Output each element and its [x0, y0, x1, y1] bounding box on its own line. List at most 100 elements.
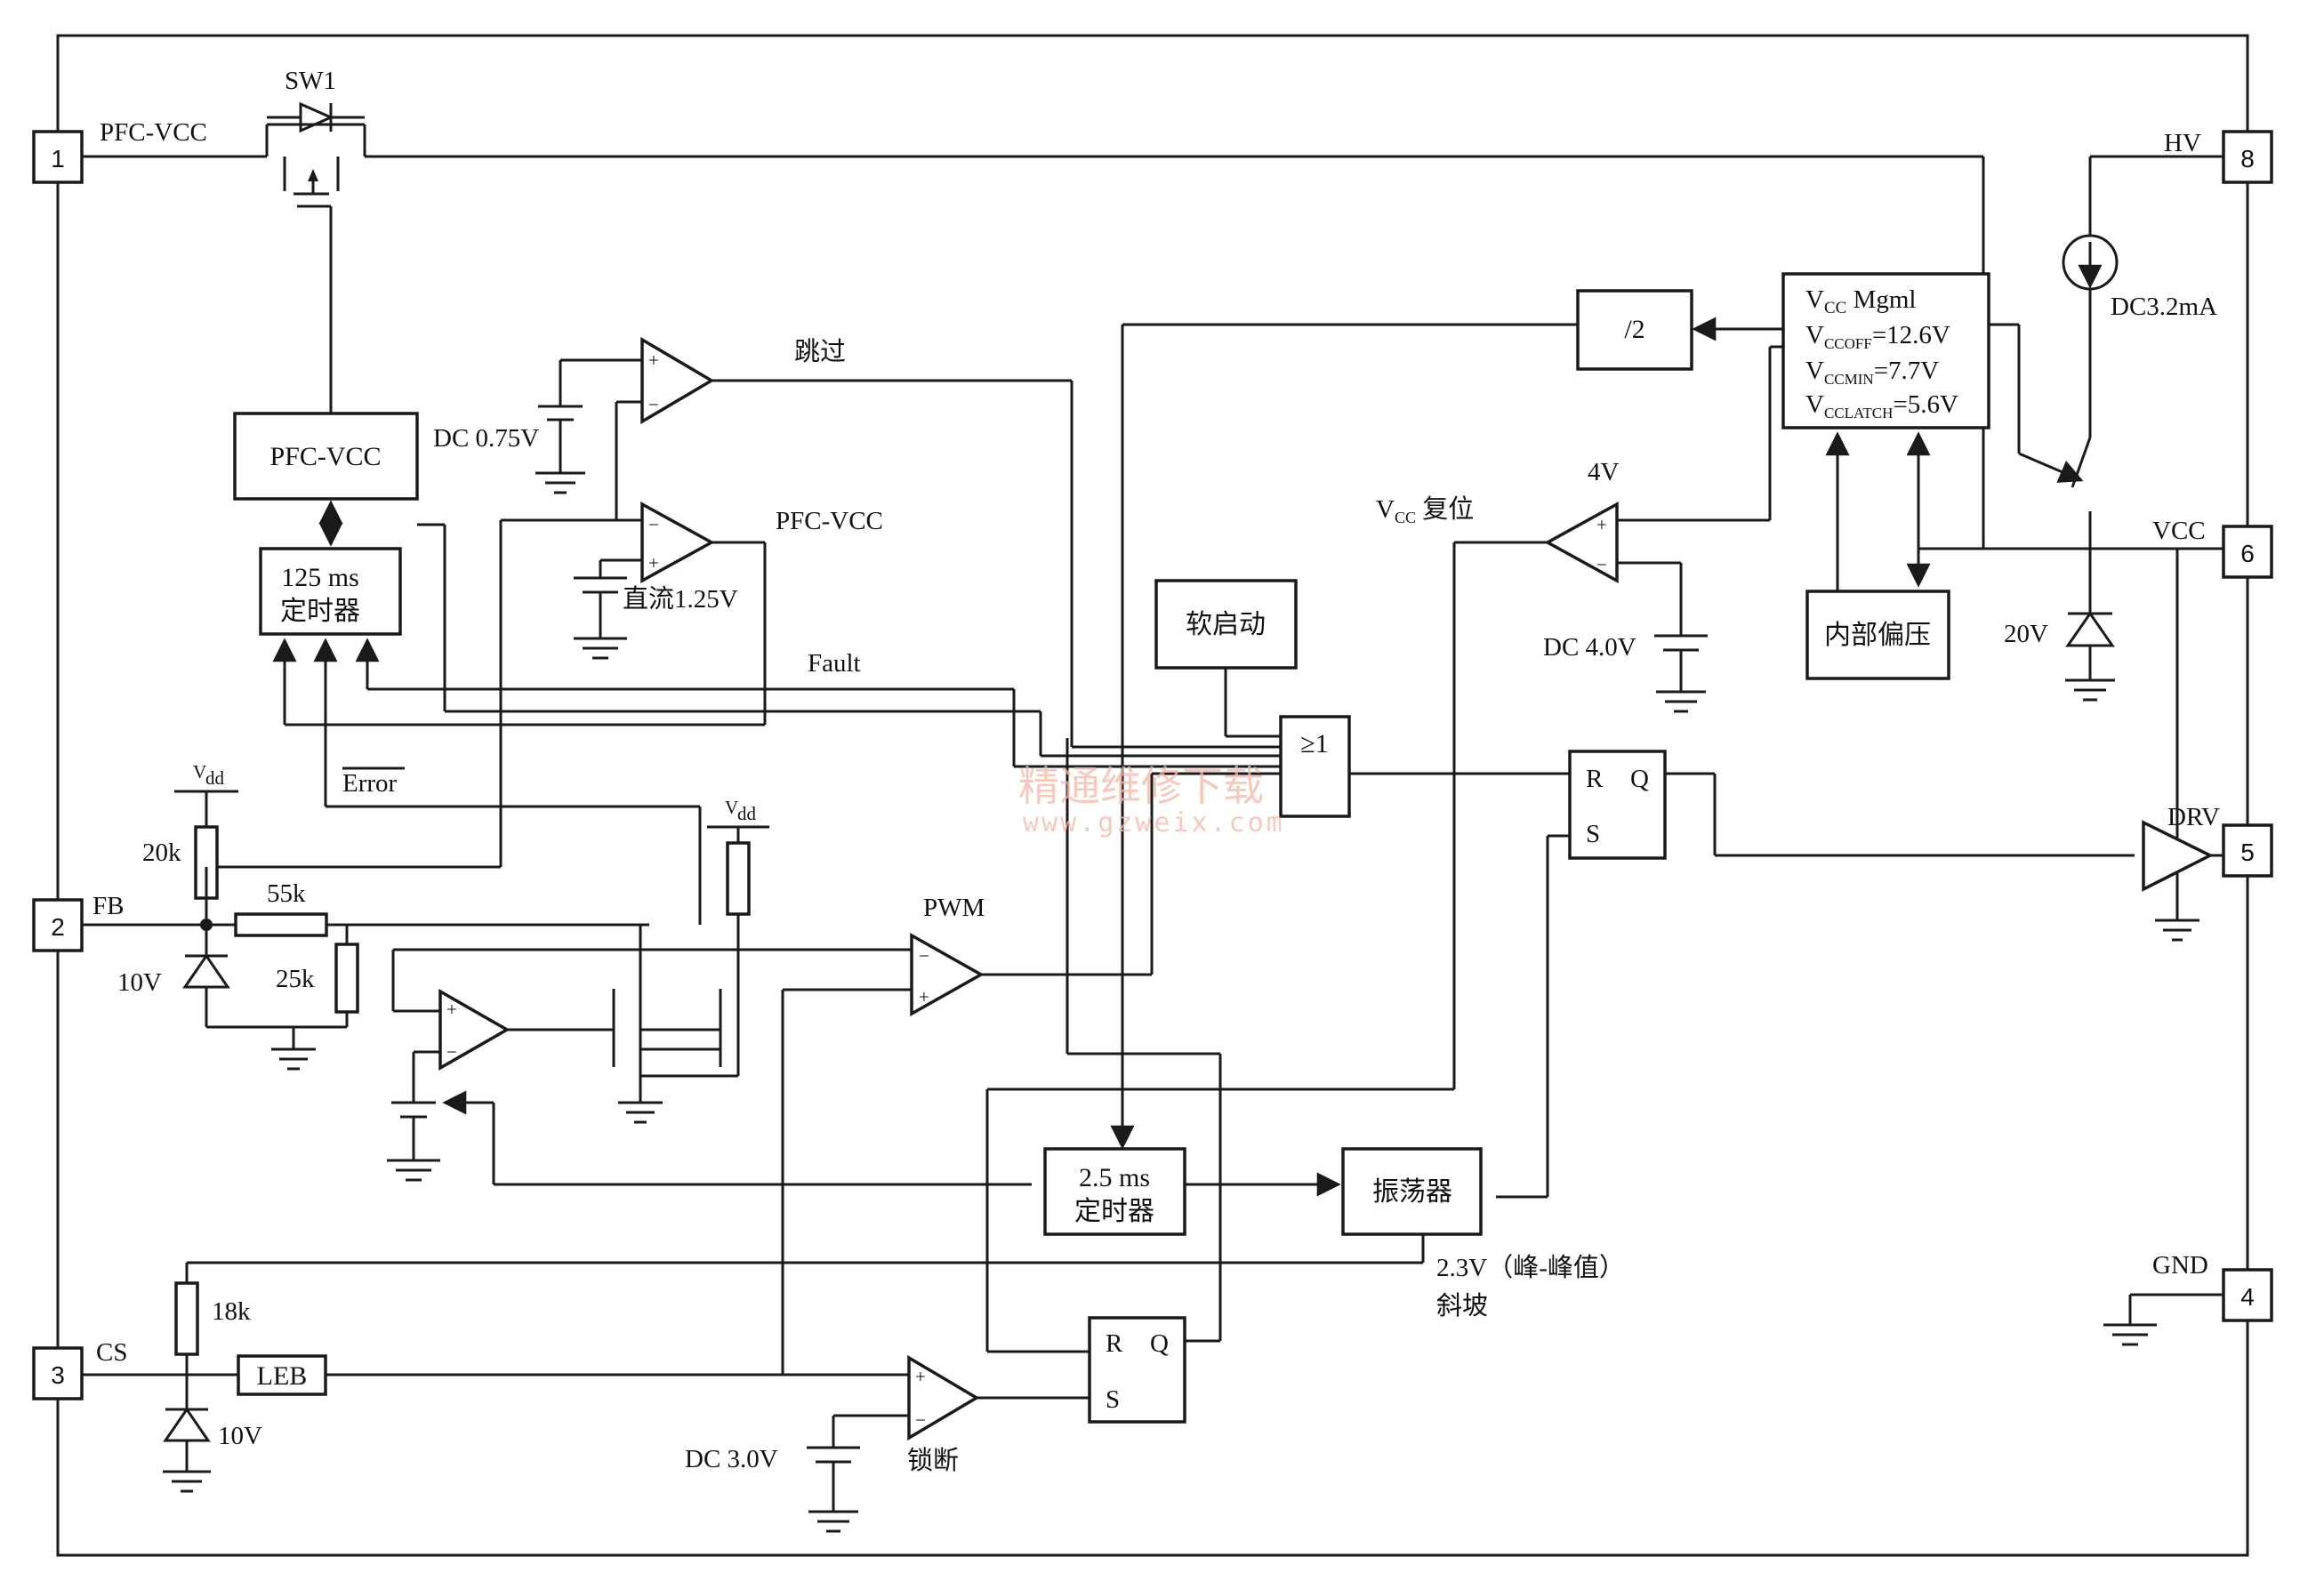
- svg-text:+: +: [919, 986, 929, 1007]
- skip-comparator: + −: [640, 336, 715, 425]
- watermark-cn: 精通维修下载: [1018, 762, 1264, 810]
- svg-text:4: 4: [2240, 1283, 2255, 1311]
- svg-text:5: 5: [2240, 839, 2255, 866]
- svg-text:8: 8: [2240, 145, 2255, 173]
- svg-text:10V: 10V: [218, 1422, 262, 1450]
- pin-1: 1 PFC-VCC: [32, 118, 207, 184]
- error-label: Error: [342, 769, 398, 798]
- pfc-vcc-block: PFC-VCC: [233, 412, 419, 501]
- soft-start-block: 软启动: [1154, 579, 1298, 670]
- svg-text:≥1: ≥1: [1300, 729, 1328, 758]
- pin-3: 3 CS: [32, 1338, 127, 1400]
- dc30-label: DC 3.0V: [685, 1445, 778, 1473]
- pin-5: 5 DRV: [2167, 803, 2273, 878]
- pin-2-label: FB: [92, 892, 124, 920]
- svg-text:软启动: 软启动: [1186, 610, 1266, 639]
- svg-text:10V: 10V: [117, 968, 162, 997]
- ramp-label-1: 2.3V（峰-峰值）: [1436, 1253, 1625, 1282]
- sw1-label: SW1: [285, 67, 336, 95]
- svg-text:−: −: [648, 394, 659, 415]
- svg-text:内部偏压: 内部偏压: [1824, 621, 1931, 650]
- svg-text:20k: 20k: [142, 839, 181, 867]
- svg-text:−: −: [648, 514, 659, 535]
- svg-text:V: V: [193, 761, 206, 782]
- zener-10v-cs: 10V: [163, 1375, 262, 1493]
- svg-text:−: −: [1596, 554, 1607, 575]
- resistor-18k: 18k: [174, 1263, 251, 1375]
- svg-text:6: 6: [2240, 540, 2255, 567]
- timer-2-5ms: 2.5 ms 定时器: [1043, 1147, 1186, 1236]
- svg-text:定时器: 定时器: [280, 597, 360, 626]
- svg-text:20V: 20V: [2004, 620, 2048, 648]
- zener-20v: 20V: [2004, 549, 2115, 702]
- svg-text:55k: 55k: [267, 879, 306, 908]
- fault-label: Fault: [808, 649, 861, 678]
- pin-5-label: DRV: [2167, 803, 2220, 831]
- svg-text:+: +: [446, 999, 457, 1020]
- resistor-vdd-right: V dd: [707, 797, 769, 991]
- hv-current-source: DC3.2mA: [2062, 155, 2223, 549]
- chip-outline: [56, 34, 2249, 1557]
- driver-buffer: [2142, 820, 2214, 892]
- resistor-20k: V dd 20k: [142, 761, 225, 925]
- leb-block: LEB: [237, 1354, 327, 1396]
- pfc-vcc-comparator: − +: [640, 502, 715, 583]
- svg-text:Q: Q: [1630, 765, 1649, 793]
- svg-text:+: +: [915, 1366, 926, 1387]
- dc075-label: DC 0.75V: [433, 424, 539, 453]
- pin-6: 6 VCC: [2152, 517, 2273, 579]
- svg-text:1: 1: [51, 145, 65, 173]
- svg-text:S: S: [1106, 1385, 1120, 1414]
- vcc-reset-label: VCC 复位: [1376, 494, 1474, 526]
- rs-flipflop-1: R Q S: [1568, 750, 1667, 860]
- timer-125ms: 125 ms 定时器: [259, 547, 402, 636]
- latch-label: 锁断: [907, 1446, 959, 1475]
- watermark-url: www.gzweix.com: [1023, 807, 1285, 839]
- resistor-55k: 55k: [206, 879, 649, 937]
- internal-bias-block: 内部偏压: [1805, 590, 1950, 680]
- divide-by-2: /2: [1576, 289, 1693, 371]
- skip-label: 跳过: [794, 337, 846, 366]
- svg-text:3: 3: [51, 1361, 65, 1389]
- svg-text:V: V: [725, 797, 738, 818]
- dc32ma-label: DC3.2mA: [2111, 293, 2217, 321]
- svg-text:/2: /2: [1624, 315, 1644, 344]
- vcc-reset-comparator: + −: [1544, 502, 1619, 583]
- svg-text:−: −: [446, 1041, 457, 1063]
- pin-2: 2 FB: [32, 892, 124, 952]
- svg-text:Q: Q: [1150, 1329, 1169, 1358]
- resistor-25k: 25k: [276, 925, 359, 1027]
- pin-3-label: CS: [96, 1338, 127, 1367]
- ramp-label-2: 斜坡: [1436, 1291, 1488, 1320]
- svg-text:2.5 ms: 2.5 ms: [1079, 1163, 1150, 1192]
- svg-text:dd: dd: [205, 767, 225, 789]
- svg-text:+: +: [1596, 514, 1607, 535]
- svg-text:LEB: LEB: [257, 1361, 308, 1391]
- svg-text:−: −: [915, 1409, 926, 1431]
- svg-text:VCCOFF=12.6V: VCCOFF=12.6V: [1805, 321, 1950, 352]
- rs-flipflop-2: R Q S: [1088, 1316, 1186, 1424]
- fb-mosfets: [612, 925, 740, 1124]
- pin-4: 4 GND: [2152, 1251, 2273, 1322]
- svg-text:+: +: [648, 552, 659, 574]
- svg-text:18k: 18k: [212, 1297, 251, 1326]
- svg-text:定时器: 定时器: [1074, 1197, 1154, 1226]
- svg-text:dd: dd: [737, 803, 757, 824]
- or-gate: ≥1: [1279, 715, 1351, 818]
- v4-label: 4V: [1588, 458, 1620, 486]
- svg-text:125 ms: 125 ms: [281, 563, 359, 592]
- svg-text:S: S: [1586, 820, 1600, 848]
- dc125-label: 直流1.25V: [623, 584, 738, 614]
- sw1-switch: SW1: [82, 67, 366, 373]
- svg-text:25k: 25k: [276, 965, 315, 993]
- pfc-vcc-cmp-label: PFC-VCC: [776, 507, 883, 535]
- pin-8-label: HV: [2164, 129, 2201, 157]
- svg-text:振荡器: 振荡器: [1372, 1177, 1452, 1207]
- svg-text:PFC-VCC: PFC-VCC: [269, 442, 381, 471]
- svg-text:VCCMIN=7.7V: VCCMIN=7.7V: [1805, 357, 1939, 388]
- dc40-label: DC 4.0V: [1543, 633, 1636, 662]
- svg-text:VCCLATCH=5.6V: VCCLATCH=5.6V: [1805, 390, 1958, 421]
- pin-4-label: GND: [2152, 1251, 2208, 1280]
- svg-text:+: +: [648, 349, 659, 371]
